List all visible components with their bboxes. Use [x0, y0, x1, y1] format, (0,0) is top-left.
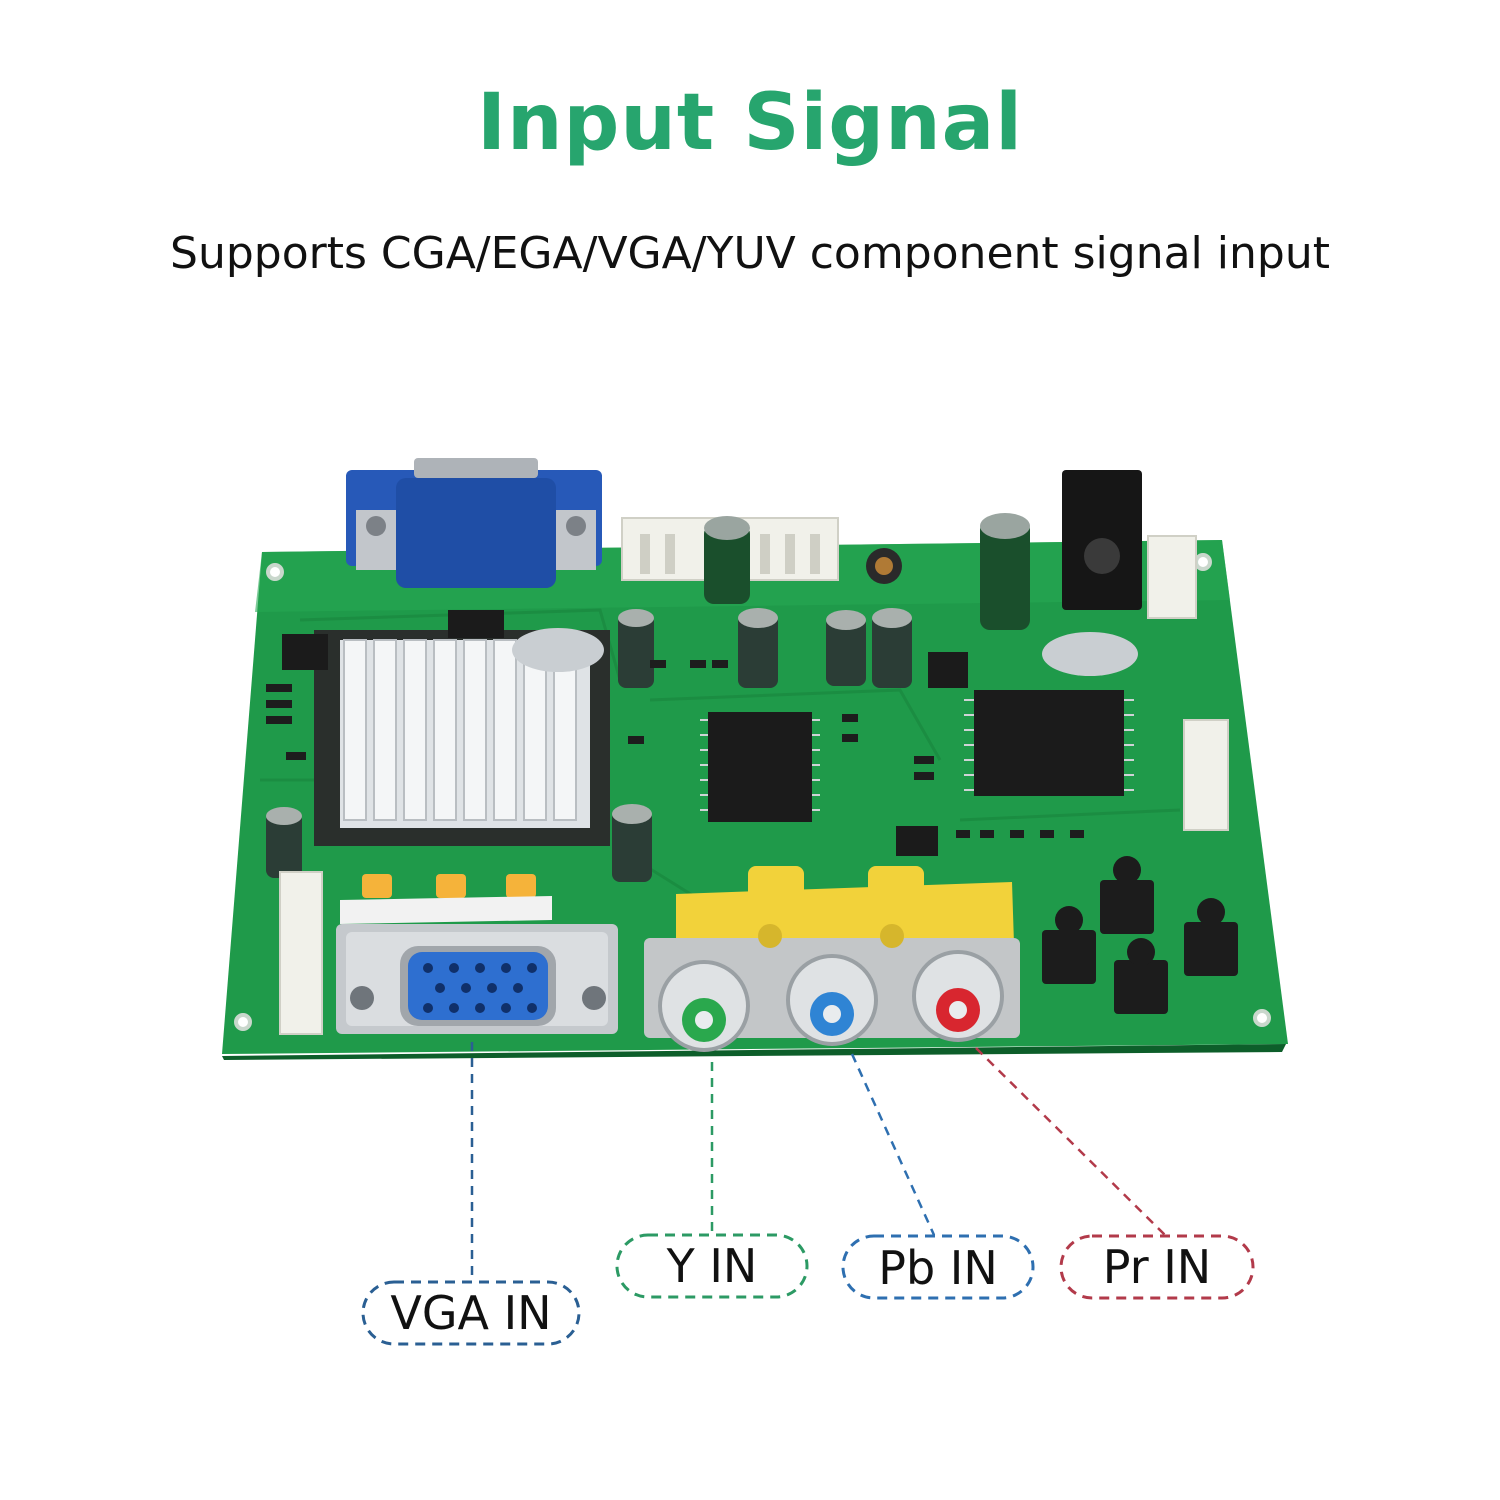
- rca-jack-y: [658, 960, 750, 1052]
- vga-in-label: VGA IN: [363, 1283, 579, 1343]
- y-in-label: Y IN: [617, 1236, 807, 1296]
- crystal: [512, 628, 604, 672]
- ic-chip: [708, 712, 812, 822]
- pb-in-label: Pb IN: [843, 1238, 1033, 1298]
- pb-in-text: Pb IN: [878, 1241, 998, 1295]
- pr-in-label: Pr IN: [1061, 1237, 1253, 1297]
- pr-in-text: Pr IN: [1102, 1240, 1212, 1294]
- vga-in-connector: [336, 896, 618, 1034]
- vga-in-text: VGA IN: [390, 1286, 552, 1340]
- rca-jack-pb: [786, 954, 878, 1046]
- y-in-text: Y IN: [666, 1239, 758, 1293]
- top-vga-connector: [346, 458, 602, 588]
- trimmer-pot: [362, 874, 536, 898]
- rca-jack-pr: [912, 950, 1004, 1042]
- capacitor: [266, 513, 1030, 882]
- ic-chip: [974, 690, 1124, 796]
- page-title: Input Signal: [476, 78, 1023, 168]
- page-subtitle: Supports CGA/EGA/VGA/YUV component signa…: [170, 228, 1330, 279]
- push-button: [1042, 856, 1238, 1014]
